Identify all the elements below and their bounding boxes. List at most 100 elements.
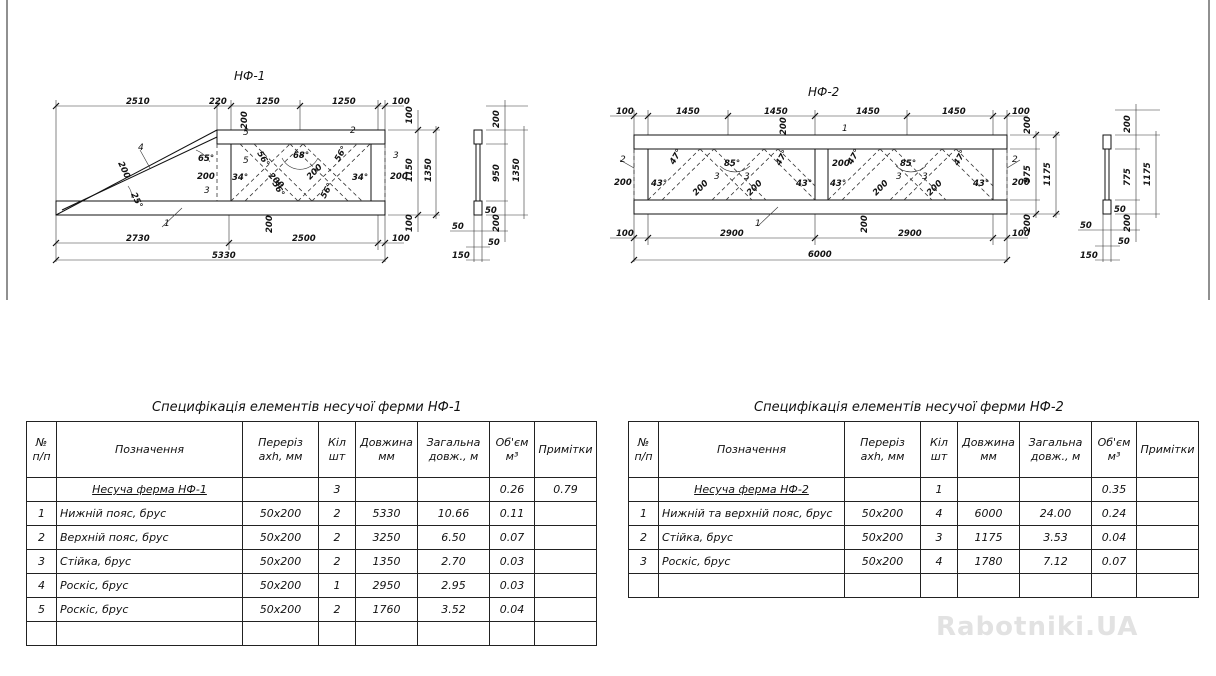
table-cell	[628, 477, 659, 502]
nf2-dim-inner-1: 200	[691, 178, 711, 198]
truss-nf1-drawing: НФ-1	[52, 69, 440, 264]
nf1-dim-inner-height: 1150	[405, 158, 415, 182]
table-cell	[355, 477, 418, 502]
nf2-label-6: 3	[896, 172, 902, 182]
table-cell	[1091, 573, 1137, 598]
nf2-dim-right-2: 1175	[1043, 162, 1053, 186]
spec1-table: № п/п Позначення Переріз axh, мм Кіл шт …	[26, 421, 597, 646]
nf2-label-4: 3	[714, 172, 720, 182]
nf1-dim-total: 5330	[212, 251, 236, 261]
table-cell: 50x200	[242, 573, 319, 598]
spec2-header-cell: Довжина мм	[957, 421, 1020, 478]
table-cell	[1136, 501, 1199, 526]
table-cell: 50x200	[242, 549, 319, 574]
table-cell	[658, 573, 845, 598]
table-cell: 3.52	[417, 597, 490, 622]
nf2-dim-bottom-1: 2900	[720, 229, 744, 239]
nf1-label-5: 5	[243, 156, 249, 166]
nf2-dim-top-2: 1450	[764, 107, 788, 117]
table-cell: 0.24	[1091, 501, 1137, 526]
nf1-label-2: 3	[204, 186, 210, 196]
table-cell: Нижній та верхній пояс, брус	[658, 501, 845, 526]
truss-nf2-section: 200 775 1175 50 200 50 150 50	[1078, 104, 1160, 262]
table-cell: 2	[318, 597, 356, 622]
nf2-dim-bottom-3: 100	[1012, 229, 1030, 239]
table-cell	[844, 477, 921, 502]
nf2-section-dim-2: 1175	[1143, 162, 1153, 186]
nf2-angle-7: 85°	[900, 159, 916, 169]
nf2-dim-right-3: 200	[1023, 214, 1033, 232]
nf1-dim-inner-3: 200	[305, 162, 325, 182]
nf2-angle-0: 47°	[667, 148, 684, 168]
table-cell: 5330	[355, 501, 418, 526]
nf1-angle-2: 56°	[254, 150, 271, 169]
truss-nf1-title: НФ-1	[234, 69, 265, 83]
nf2-dim-inner-6: 200	[925, 178, 945, 198]
nf1-dim-inner-5: 200	[265, 215, 275, 233]
table-cell: Роскіс, брус	[56, 597, 243, 622]
nf1-section-dim-0: 200	[492, 110, 502, 128]
table-row: 3 Стійка, брус 50x200 2 1350 2.70 0.03	[26, 549, 597, 574]
nf2-label-7: 3	[922, 172, 928, 182]
table-cell	[957, 477, 1020, 502]
table-cell: 50x200	[242, 501, 319, 526]
nf2-angle-1: 43°	[650, 179, 667, 189]
table-cell	[920, 573, 958, 598]
nf2-section-dim-0: 200	[1123, 115, 1133, 133]
table-cell: 50x200	[844, 501, 921, 526]
table-row: Несуча ферма НФ-2 1 0.35	[628, 477, 1199, 502]
truss-nf1-section: 200 950 1350 50 200 50 150 50	[450, 100, 528, 262]
assembly-name: Несуча ферма НФ-2	[694, 483, 809, 496]
table-cell: Стійка, брус	[658, 525, 845, 550]
table-cell: 6.50	[417, 525, 490, 550]
table-cell: 50x200	[844, 525, 921, 550]
nf2-dim-total: 6000	[808, 250, 832, 260]
nf2-dim-top-3: 1450	[856, 107, 880, 117]
nf2-dim-top-1: 1450	[676, 107, 700, 117]
table-cell	[1136, 549, 1199, 574]
table-cell	[417, 621, 490, 646]
nf1-label-3: 3	[393, 151, 399, 161]
table-cell	[628, 573, 659, 598]
table-cell: 0.04	[1091, 525, 1137, 550]
spec2-header-cell: Позначення	[658, 421, 845, 478]
nf2-section-dim-5: 50	[1080, 221, 1092, 231]
nf1-section-dim-7: 50	[488, 238, 500, 248]
spec2-header-cell: Загальна довж., м	[1019, 421, 1092, 478]
table-cell	[534, 525, 597, 550]
nf2-label-1: 1	[842, 124, 848, 134]
nf1-section-dim-2: 1350	[512, 158, 522, 182]
nf1-angle-7: 34°	[352, 173, 368, 183]
table-row: 1 Нижній пояс, брус 50x200 2 5330 10.66 …	[26, 501, 597, 526]
nf2-angle-4: 43°	[795, 179, 812, 189]
nf1-section-dim-5: 50	[452, 222, 464, 232]
nf2-label-3: 2	[1012, 155, 1018, 165]
spec1-header-cell: Примітки	[534, 421, 597, 478]
table-cell	[26, 621, 57, 646]
table-cell: 3	[318, 477, 356, 502]
nf1-dim-inner-6: 200	[115, 160, 132, 180]
spec2-header-cell: Переріз axh, мм	[844, 421, 921, 478]
table-row	[26, 621, 597, 646]
table-cell: 2	[318, 549, 356, 574]
nf2-angle-6: 43°	[829, 179, 846, 189]
table-cell: 24.00	[1019, 501, 1092, 526]
nf2-dim-inner-0: 200	[614, 178, 632, 188]
table-cell: 2	[318, 501, 356, 526]
table-row: 5 Роскіс, брус 50x200 2 1760 3.52 0.04	[26, 597, 597, 622]
nf1-dim-total-height: 1350	[424, 158, 434, 182]
table-cell	[242, 621, 319, 646]
table-cell: 50x200	[242, 597, 319, 622]
table-cell: 6000	[957, 501, 1020, 526]
spec2-header-cell: № п/п	[628, 421, 659, 478]
table-cell: 1780	[957, 549, 1020, 574]
table-cell: 0.03	[489, 549, 535, 574]
nf2-dim-inner-4: 200	[832, 159, 850, 169]
nf1-angle-1: 25°	[128, 191, 144, 210]
nf2-section-dim-4: 200	[1123, 214, 1133, 232]
spec1-header-cell: Кіл шт	[318, 421, 356, 478]
table-cell	[844, 573, 921, 598]
nf1-dim-bottom-0: 2730	[126, 234, 150, 244]
nf1-section-dim-6: 150	[452, 251, 470, 261]
nf2-dim-inner-8: 200	[860, 215, 870, 233]
